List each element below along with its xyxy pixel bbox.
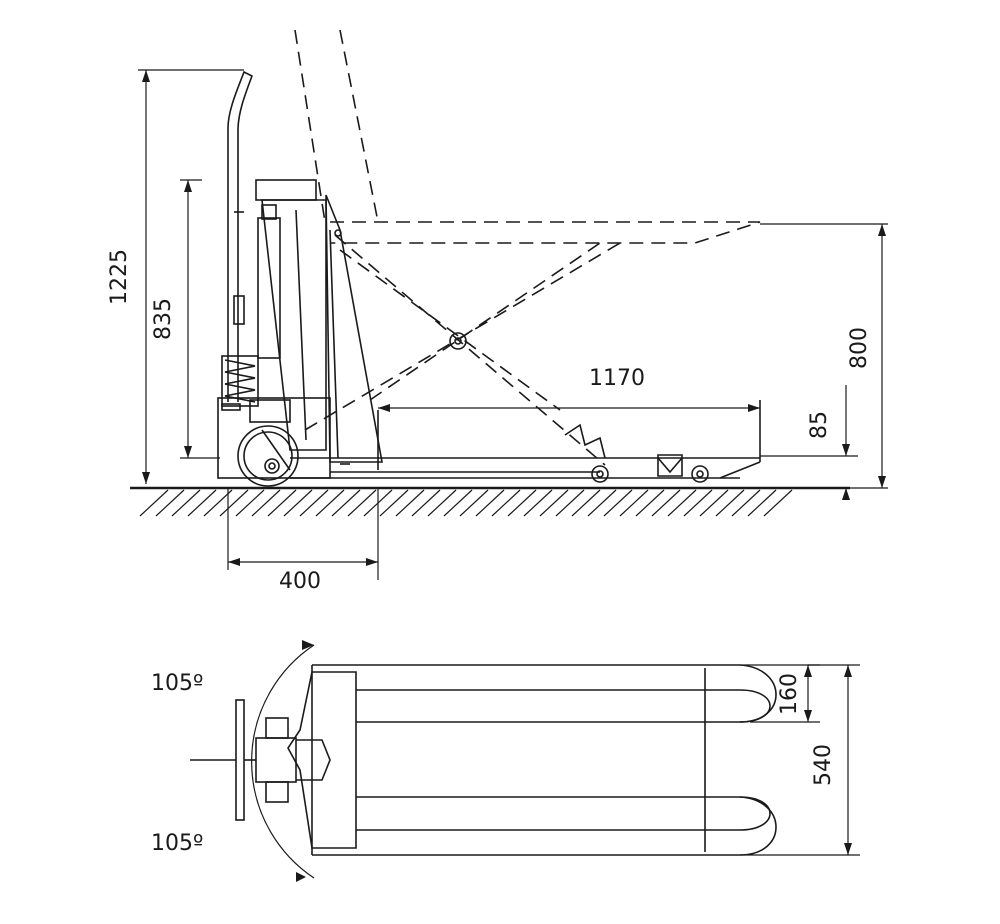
dim-overall-width: 540 (740, 664, 860, 856)
dim-lift-height: 800 (760, 223, 888, 489)
hatch-line (539, 489, 569, 517)
handle (227, 70, 254, 402)
hatch-line (347, 489, 377, 517)
hatch-line (331, 489, 361, 517)
hatch-line (555, 489, 585, 517)
dim-overall-height: 1225 (107, 69, 244, 484)
hatch-line (587, 489, 617, 517)
dim-fork-width: 160 (740, 664, 820, 723)
hatch-line (747, 489, 777, 517)
steer-angle-top-label: 105º (151, 671, 203, 696)
hatch-line (715, 489, 745, 517)
hatch-line (251, 489, 281, 517)
hatch-line (459, 489, 489, 517)
hatch-line (395, 489, 425, 517)
hatch-line (523, 489, 553, 517)
hatch-line (267, 489, 297, 517)
fork-frame-lowered (290, 400, 761, 483)
hatch-line (683, 489, 713, 517)
hatch-line (219, 489, 249, 517)
handle-bar-top (190, 699, 256, 821)
side-view: 1225 835 1170 400 (107, 29, 888, 594)
hatch-line (139, 489, 169, 517)
hatch-line (283, 489, 313, 517)
hatch-line (507, 489, 537, 517)
raised-position-outline (294, 29, 761, 466)
hatch-line (155, 489, 185, 517)
ground-hatch (130, 486, 850, 517)
hatch-line (379, 489, 409, 517)
hatch-line (699, 489, 729, 517)
lift-height-label: 800 (847, 327, 872, 369)
hatch-line (603, 489, 633, 517)
overall-height-label: 1225 (107, 249, 132, 305)
hatch-line (315, 489, 345, 517)
steer-angle-bottom-label: 105º (151, 831, 203, 856)
hatch-line (187, 489, 217, 517)
hatch-line (731, 489, 761, 517)
dim-wheel-to-fork: 400 (227, 488, 379, 594)
spring-assembly (221, 355, 291, 423)
hatch-line (475, 489, 505, 517)
hatch-line (299, 489, 329, 517)
hatch-line (667, 489, 697, 517)
hatch-line (203, 489, 233, 517)
hatch-line (443, 489, 473, 517)
handle-height-label: 835 (151, 298, 176, 340)
fork-length-label: 1170 (589, 366, 645, 391)
hatch-line (171, 489, 201, 517)
hatch-line (411, 489, 441, 517)
top-view: 105º 105º 160 540 (151, 640, 860, 882)
lowered-height-label: 85 (807, 411, 832, 439)
steer-wheel (217, 397, 331, 487)
dim-handle-height: 835 (151, 179, 220, 459)
hatch-line (635, 489, 665, 517)
hatch-line (235, 489, 265, 517)
hatch-line (427, 489, 457, 517)
wheel-to-fork-label: 400 (279, 569, 321, 594)
overall-width-label: 540 (811, 744, 836, 786)
hatch-line (491, 489, 521, 517)
top-frame (255, 664, 777, 856)
steer-arc: 105º 105º (151, 640, 315, 882)
fork-width-label: 160 (777, 673, 802, 715)
pump-column (255, 179, 383, 463)
hatch-line (651, 489, 681, 517)
hatch-line (619, 489, 649, 517)
hatch-line (763, 489, 793, 517)
dim-lowered-height: 85 (760, 385, 858, 500)
hatch-line (571, 489, 601, 517)
dim-fork-length: 1170 (378, 366, 760, 412)
